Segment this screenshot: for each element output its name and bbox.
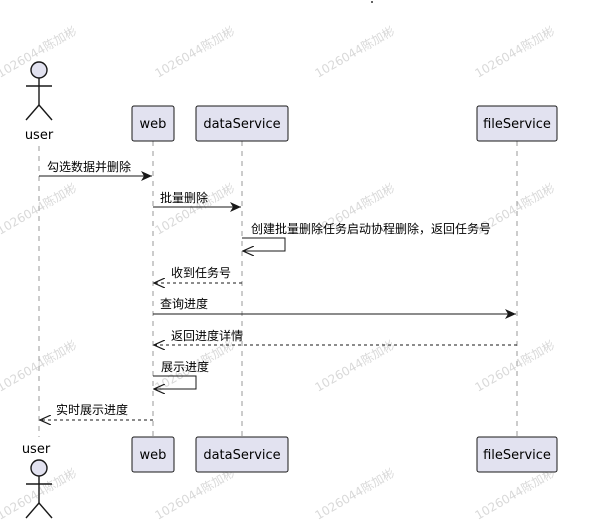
participant-fileService-box-top bbox=[476, 105, 558, 142]
actor-leg-right bbox=[38, 104, 53, 121]
participant-fileService-label-top: fileService bbox=[483, 117, 551, 132]
actor-head bbox=[30, 61, 48, 79]
messages: 勾选数据并删除 批量删除 创建批量删除任务启动协程删除，返回任务号 收到任务号 … bbox=[39, 159, 517, 420]
participant-dataService-box-bottom bbox=[195, 436, 289, 473]
actor-user-top bbox=[25, 61, 53, 121]
lifelines bbox=[38, 141, 518, 437]
participant-web-label-top: web bbox=[140, 117, 167, 132]
watermark: 1026044陈加彬 bbox=[152, 180, 237, 238]
participant-fileService-label-bottom: fileService bbox=[483, 448, 551, 463]
message-arrow-self bbox=[242, 237, 286, 251]
participant-fileService-box-bottom bbox=[476, 436, 558, 473]
participant-web-box-bottom bbox=[131, 436, 175, 473]
watermark: 1026044陈加彬 bbox=[312, 337, 397, 395]
actor-user-bottom bbox=[25, 459, 53, 519]
message-label: 创建批量删除任务启动协程删除，返回任务号 bbox=[251, 221, 491, 236]
watermark: 1026044陈加彬 bbox=[472, 465, 557, 523]
message-label: 实时展示进度 bbox=[56, 402, 128, 417]
actor-user-label-top: user bbox=[25, 128, 54, 143]
message-label: 返回进度详情 bbox=[171, 328, 243, 343]
watermark: 1026044陈加彬 bbox=[312, 465, 397, 523]
watermark: 1026044陈加彬 bbox=[472, 337, 557, 395]
participant-web-box-top bbox=[131, 105, 175, 142]
message-label: 查询进度 bbox=[160, 296, 208, 311]
watermark: 1026044陈加彬 bbox=[152, 23, 237, 81]
actor-leg-left bbox=[25, 502, 40, 519]
message-label: 批量删除 bbox=[160, 190, 208, 205]
participant-web-label-bottom: web bbox=[140, 448, 167, 463]
message-label: 收到任务号 bbox=[171, 265, 231, 280]
watermark: 1026044陈加彬 bbox=[0, 337, 79, 395]
message-label: 勾选数据并删除 bbox=[47, 159, 131, 174]
actor-leg-right bbox=[38, 502, 53, 519]
watermark: 1026044陈加彬 bbox=[472, 23, 557, 81]
participant-dataService-label-top: dataService bbox=[203, 117, 280, 132]
actor-user-label-bottom: user bbox=[22, 442, 51, 457]
message-arrow-self bbox=[153, 375, 197, 389]
participant-dataService-box-top bbox=[195, 105, 289, 142]
stray-dot bbox=[371, 1, 373, 3]
participant-dataService-label-bottom: dataService bbox=[203, 448, 280, 463]
actor-head bbox=[30, 459, 48, 477]
watermark: 1026044陈加彬 bbox=[152, 465, 237, 523]
actor-leg-left bbox=[25, 104, 40, 121]
watermark: 1026044陈加彬 bbox=[312, 23, 397, 81]
message-label: 展示进度 bbox=[161, 359, 209, 374]
